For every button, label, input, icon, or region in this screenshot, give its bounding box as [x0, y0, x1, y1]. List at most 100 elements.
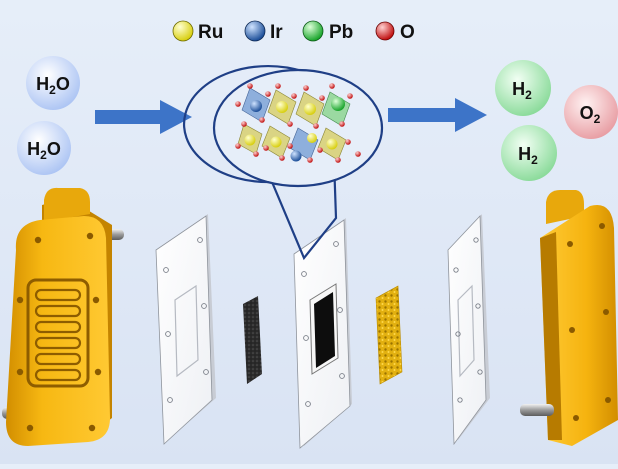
o-atom	[339, 121, 345, 127]
plate-bolt-hole	[16, 296, 24, 304]
catalyst-coated-membrane	[314, 292, 335, 368]
gasket-bolt-hole	[455, 331, 461, 337]
right-end-plate	[520, 190, 618, 446]
ru-atom-icon	[172, 20, 194, 42]
o-atom	[235, 143, 241, 149]
o-atom	[355, 151, 361, 157]
o-atom	[307, 157, 313, 163]
gasket-right	[447, 214, 490, 446]
right-plate-side	[540, 232, 562, 440]
legend-label-ir: Ir	[270, 22, 283, 43]
gasket-bolt-hole	[305, 401, 311, 407]
crystal-structure-callout	[182, 64, 384, 261]
o-atom	[235, 101, 241, 107]
gasket-bolt-hole	[167, 397, 173, 403]
legend-label-pb: Pb	[329, 22, 353, 43]
ir-atom	[290, 150, 302, 162]
plate-bolt-hole	[567, 241, 573, 247]
gasket-bolt-hole	[163, 267, 169, 273]
plate-bolt-hole	[86, 232, 94, 240]
gasket-bolt-hole	[333, 241, 339, 247]
o-atom	[347, 93, 353, 99]
serpentine-flow-field	[26, 278, 90, 388]
input-arrow-icon	[95, 100, 192, 134]
o-atom	[317, 147, 323, 153]
ru-atom	[307, 133, 317, 143]
plate-bolt-hole	[605, 397, 611, 403]
oxygen-molecule-bubble: O2	[564, 85, 618, 139]
ru-atom	[276, 101, 288, 113]
o-atom	[241, 121, 247, 127]
o-atom	[275, 83, 281, 89]
gasket-right-face	[447, 215, 487, 446]
o-atom	[265, 91, 271, 97]
plate-bolt-hole	[94, 368, 102, 376]
ir-atom-icon	[244, 20, 266, 42]
pb-atom	[331, 97, 345, 111]
o-atom	[329, 83, 335, 89]
left-plate-top-tab	[44, 187, 90, 222]
gasket-bolt-hole	[339, 373, 345, 379]
gasket-bolt-hole	[303, 335, 309, 341]
gasket-right-window	[457, 284, 475, 378]
ru-atom	[244, 134, 256, 146]
legend-item-o: O	[375, 21, 415, 43]
o-atom	[303, 85, 309, 91]
output-arrow-icon	[388, 98, 487, 132]
plate-bolt-hole	[603, 309, 609, 315]
plate-bolt-hole	[569, 327, 575, 333]
legend-item-ir: Ir	[244, 20, 283, 43]
plate-bolt-hole	[599, 223, 605, 229]
hydrogen-bubble-top	[495, 60, 551, 116]
legend-item-pb: Pb	[302, 20, 353, 43]
gasket-bolt-hole	[165, 331, 171, 337]
o-atom	[287, 143, 293, 149]
pb-atom-icon	[302, 20, 324, 42]
element-legend: Ru Ir Pb O	[172, 20, 415, 43]
water-label-bottom: H2O	[27, 139, 61, 162]
o-atom	[263, 145, 269, 151]
gasket-bolt-hole	[457, 397, 463, 403]
gasket-bolt-hole	[301, 271, 307, 277]
hydrogen-label-top: H2	[512, 79, 532, 102]
o-atom	[287, 121, 293, 127]
hydrogen-label-bottom: H2	[518, 144, 538, 167]
gasket-bolt-hole	[475, 303, 481, 309]
o-atom	[253, 151, 259, 157]
water-molecule-bubble: H2O	[17, 121, 71, 175]
left-end-plate	[2, 187, 124, 446]
legend-label-o: O	[400, 22, 415, 43]
water-molecule-bubble: H2O	[26, 56, 80, 110]
plate-bolt-hole	[26, 424, 34, 432]
o-atom	[319, 95, 325, 101]
o-atom	[291, 93, 297, 99]
o-atom	[335, 157, 341, 163]
o-atom	[259, 117, 265, 123]
water-bubble-top	[26, 56, 80, 110]
ru-atom	[270, 136, 282, 148]
plate-bolt-hole	[92, 296, 100, 304]
membrane-electrode-assembly	[293, 218, 352, 449]
water-label-top: H2O	[36, 74, 70, 97]
gasket-bolt-hole	[473, 237, 479, 243]
porous-transport-layer	[375, 285, 403, 385]
gasket-left-face	[155, 215, 213, 445]
gasket-left	[155, 214, 216, 445]
ru-atom	[326, 138, 338, 150]
carbon-paper-layer	[243, 296, 262, 384]
callout-lens-ring	[212, 68, 384, 188]
gasket-bolt-hole	[337, 307, 343, 313]
ru-atom	[304, 103, 316, 115]
ir-atom	[250, 100, 262, 112]
hydrogen-bubble-bottom	[501, 125, 557, 181]
gasket-bolt-hole	[203, 369, 209, 375]
plate-bolt-hole	[88, 424, 96, 432]
plate-bolt-hole	[16, 368, 24, 376]
hydrogen-molecule-bubble: H2	[501, 125, 557, 181]
right-plate-top-tab	[546, 190, 584, 224]
oxygen-bubble	[564, 85, 618, 139]
gasket-bolt-hole	[453, 267, 459, 273]
plate-bolt-hole	[34, 236, 42, 244]
